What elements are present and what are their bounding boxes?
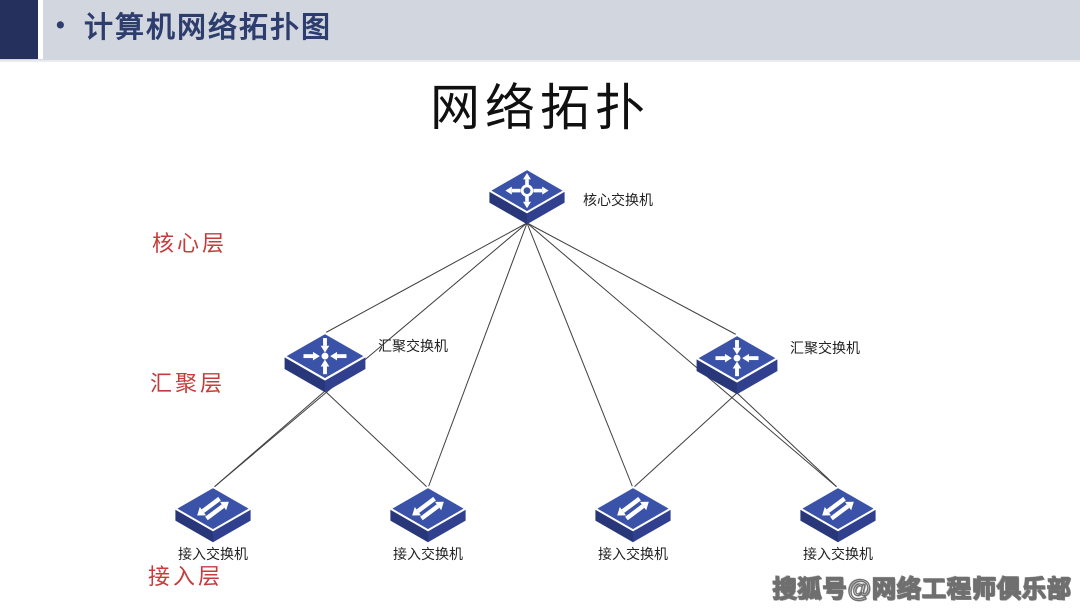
header-title: 计算机网络拓扑图	[84, 12, 333, 44]
access-switch-label: 接入交换机	[803, 546, 873, 562]
access-switch-label: 接入交换机	[598, 546, 668, 562]
layer-label: 核心层	[152, 231, 228, 256]
aggregation-switch-icon	[694, 333, 780, 395]
aggregation-switch-label: 汇聚交换机	[790, 340, 860, 356]
access-switch-node: 接入交换机	[388, 484, 468, 562]
aggregation-switch-icon	[282, 331, 368, 393]
link-agg2-acc4	[736, 392, 839, 489]
aggregation-switch-node: 汇聚交换机	[694, 331, 860, 399]
core-switch-icon	[487, 167, 567, 225]
access-switch-icon	[388, 485, 468, 543]
access-switch-label: 接入交换机	[178, 546, 248, 562]
link-core-acc4	[526, 222, 839, 489]
header-corner-block	[0, 0, 43, 59]
core-switch-label: 核心交换机	[583, 192, 653, 208]
link-agg1-acc1	[212, 390, 326, 489]
watermark: 搜狐号@网络工程师俱乐部	[772, 575, 1072, 603]
access-switch-label: 接入交换机	[393, 546, 463, 562]
core-switch-node: 核心交换机	[487, 166, 653, 228]
layer-label: 接入层	[148, 564, 224, 589]
slide-header: • 计算机网络拓扑图	[0, 0, 1080, 62]
link-core-acc2	[427, 222, 528, 489]
aggregation-switch-label: 汇聚交换机	[378, 338, 448, 354]
access-switch-icon	[173, 485, 253, 543]
layer-label: 汇聚层	[150, 371, 226, 396]
link-agg1-acc2	[324, 390, 429, 489]
access-switch-node: 接入交换机	[173, 484, 253, 562]
aggregation-switch-node: 汇聚交换机	[282, 329, 448, 397]
access-switch-node: 接入交换机	[593, 484, 673, 562]
access-switch-icon	[593, 485, 673, 543]
link-core-agg1	[324, 222, 528, 334]
link-core-acc1	[212, 222, 528, 489]
header-bullet-icon: •	[56, 11, 65, 39]
link-core-agg2	[526, 222, 738, 336]
access-switch-node: 接入交换机	[798, 484, 878, 562]
link-agg2-acc3	[632, 392, 738, 489]
diagram-title: 网络拓扑	[430, 80, 650, 136]
access-switch-icon	[798, 485, 878, 543]
link-core-acc3	[526, 222, 634, 489]
